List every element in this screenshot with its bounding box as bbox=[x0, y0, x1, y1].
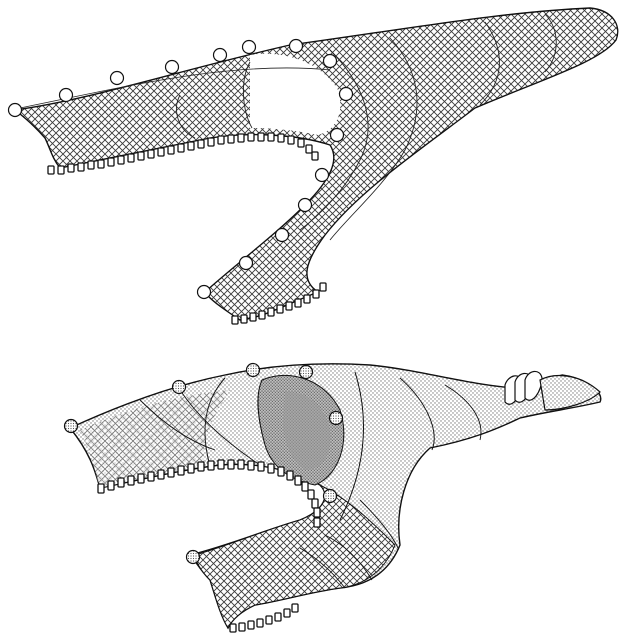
top-net-panel bbox=[9, 8, 618, 324]
float-circle bbox=[243, 41, 256, 54]
float-circle bbox=[300, 366, 313, 379]
float-circle bbox=[324, 55, 337, 68]
float-circle bbox=[9, 104, 22, 117]
float-circle bbox=[276, 229, 289, 242]
float-circle bbox=[240, 257, 253, 270]
bottom-net-codend-tip bbox=[540, 376, 600, 410]
float-circle bbox=[247, 364, 260, 377]
float-circle bbox=[60, 89, 73, 102]
float-circle bbox=[324, 490, 337, 503]
top-net-body bbox=[15, 8, 618, 320]
float-circle bbox=[214, 49, 227, 62]
float-circle bbox=[331, 129, 344, 142]
float-circle bbox=[173, 381, 186, 394]
float-circle bbox=[65, 420, 78, 433]
float-circle bbox=[166, 61, 179, 74]
float-circle bbox=[316, 169, 329, 182]
float-circle bbox=[340, 88, 353, 101]
float-circle bbox=[187, 551, 200, 564]
float-circle bbox=[330, 412, 343, 425]
float-circle bbox=[111, 72, 124, 85]
bottom-net-panel bbox=[65, 364, 601, 633]
float-circle bbox=[299, 199, 312, 212]
float-circle bbox=[198, 286, 211, 299]
float-circle bbox=[290, 40, 303, 53]
